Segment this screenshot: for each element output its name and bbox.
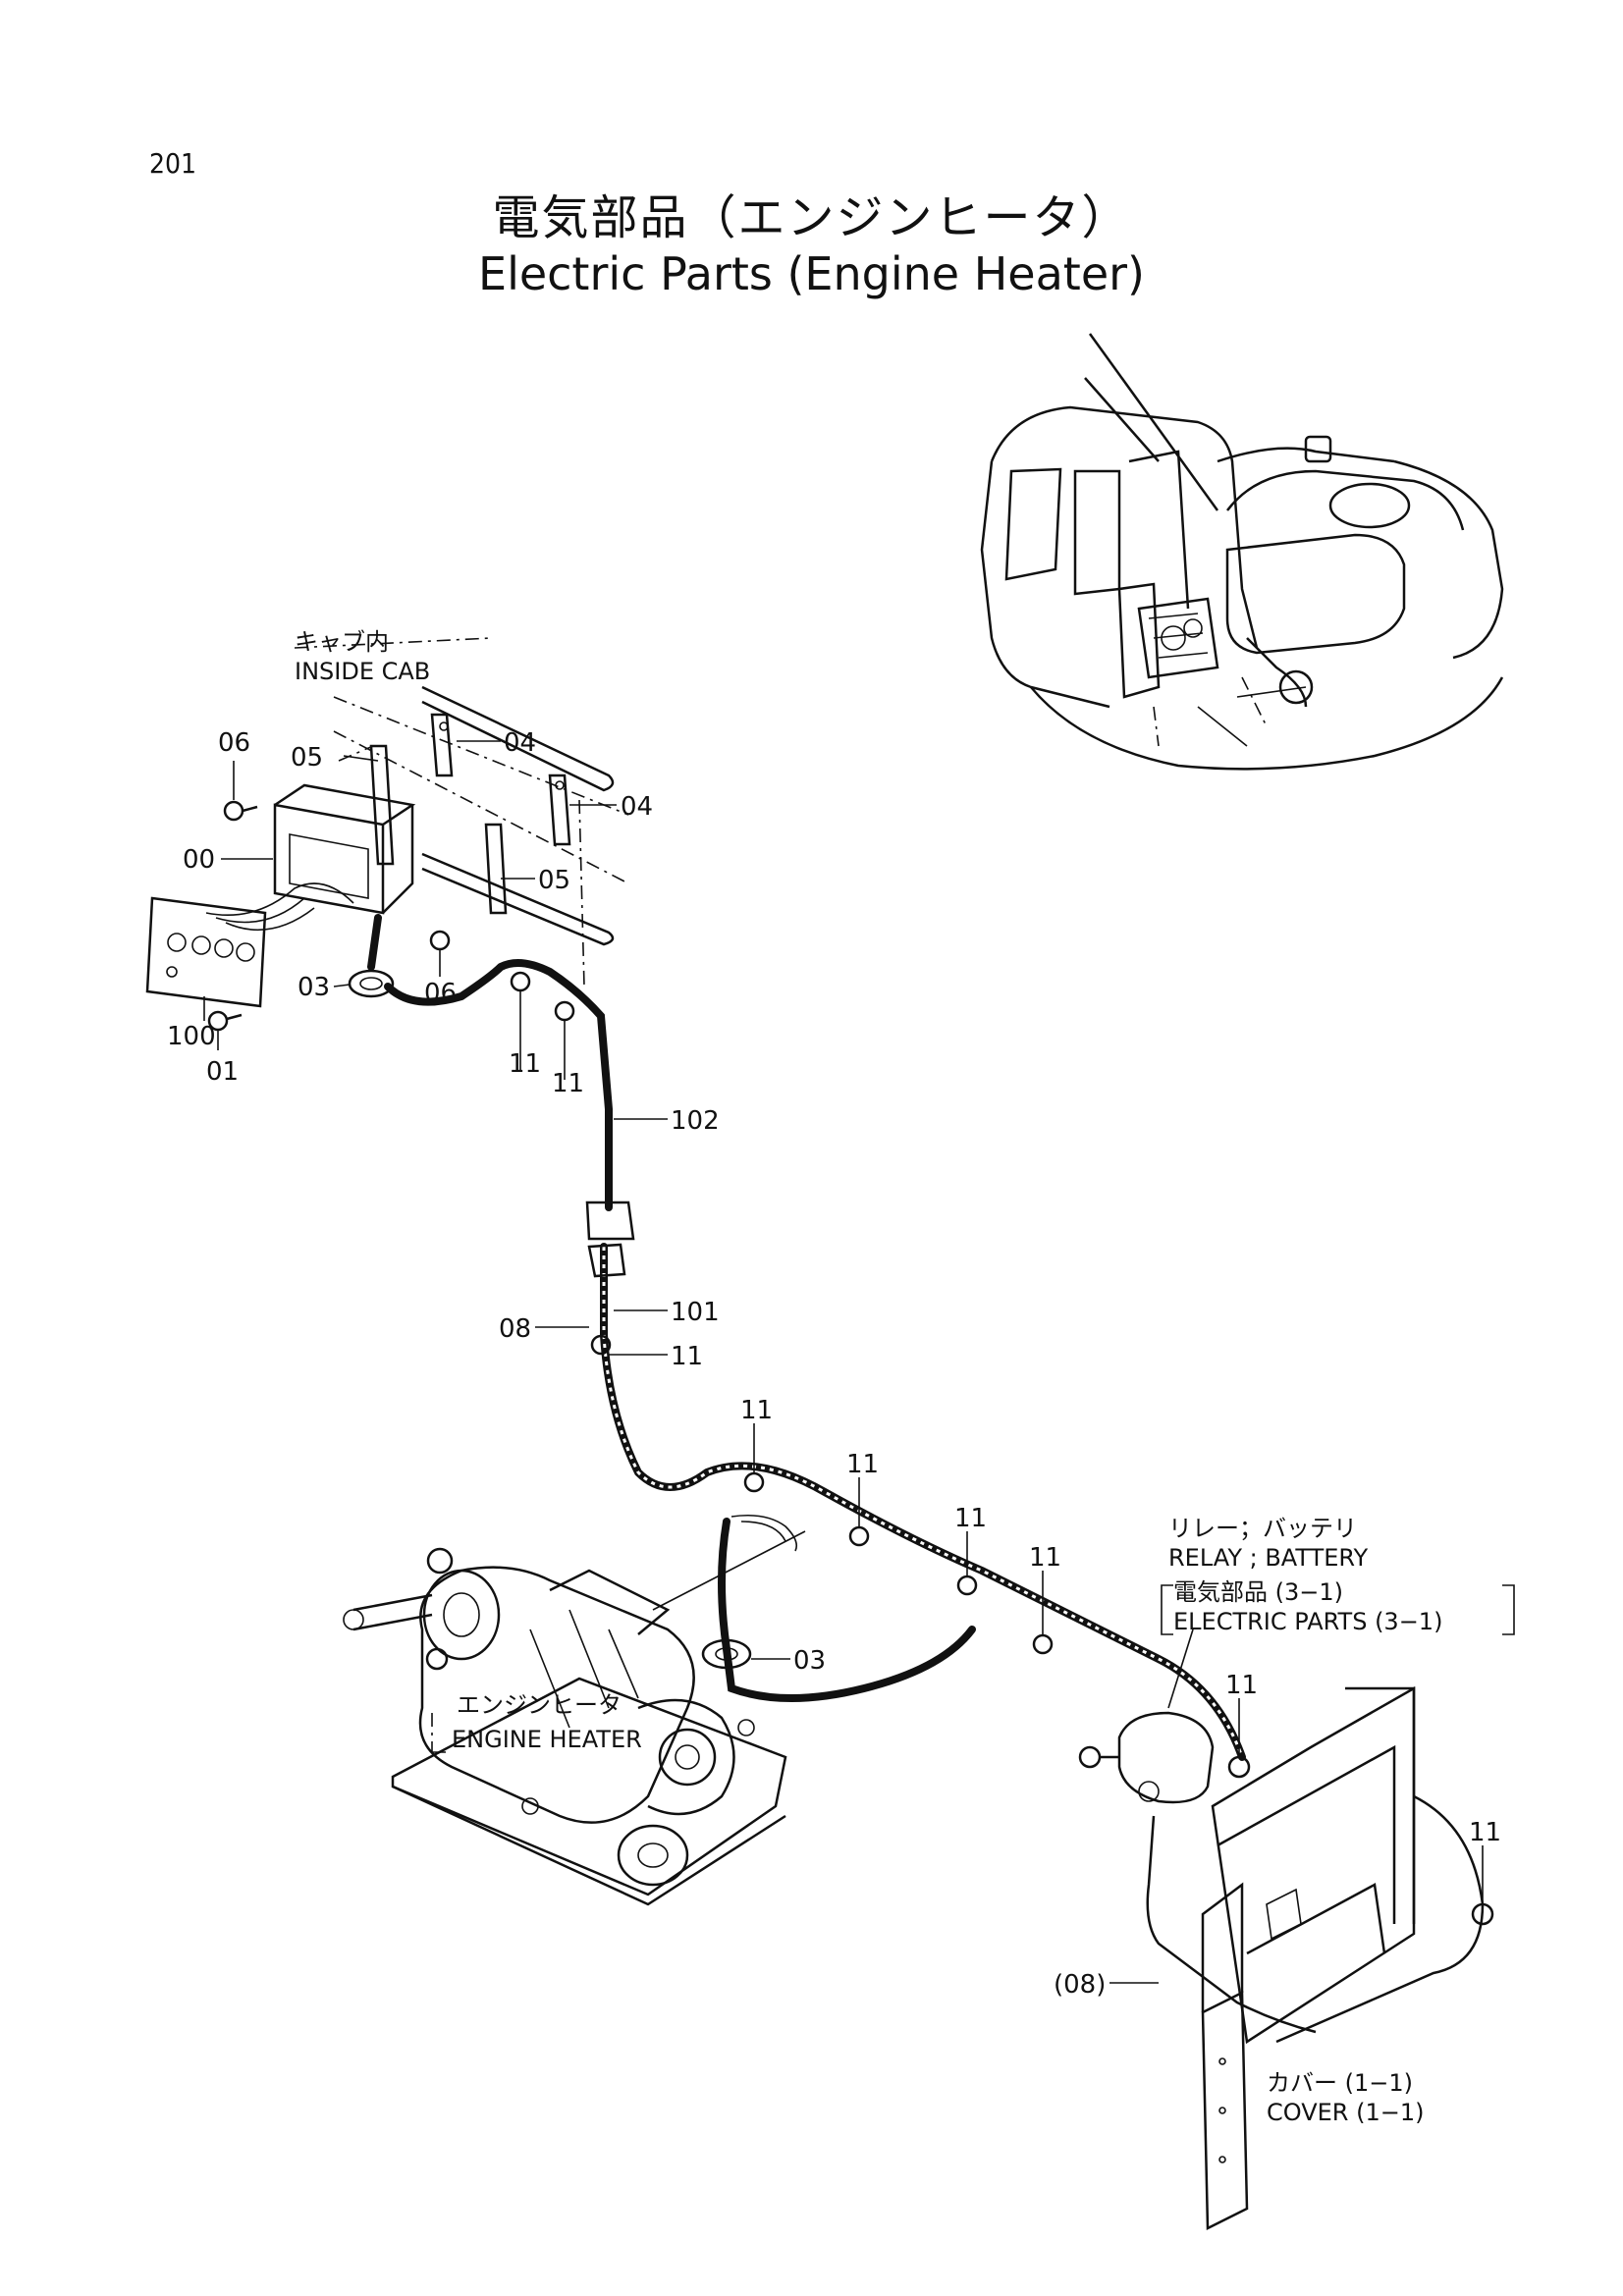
- callout-06-lower: 06: [424, 979, 457, 1008]
- callout-03-upper: 03: [298, 973, 330, 1002]
- callout-102: 102: [671, 1106, 720, 1136]
- callout-06-upper: 06: [218, 728, 250, 758]
- callout-101: 101: [671, 1298, 720, 1327]
- callout-01: 01: [206, 1057, 239, 1087]
- engine-heater-illustration: [343, 1530, 806, 1906]
- cover-label-jp: カバー (1−1): [1267, 2069, 1413, 2097]
- callout-08-ref: (08): [1054, 1970, 1106, 2000]
- callout-03-lower: 03: [793, 1646, 826, 1676]
- callout-100: 100: [167, 1022, 216, 1051]
- relay-battery-illustration: [1078, 1629, 1317, 2034]
- callout-11-a: 11: [509, 1049, 541, 1079]
- leader-lines: [203, 740, 1515, 1984]
- annotations: キャブ内 INSIDE CAB リレー；バッテリ RELAY ; BATTERY…: [295, 628, 1442, 2126]
- reference-label-en: ELECTRIC PARTS (3−1): [1173, 1608, 1442, 1635]
- callout-11-f: 11: [954, 1504, 987, 1533]
- callout-11-g: 11: [1029, 1543, 1061, 1573]
- callout-11-b: 11: [552, 1069, 584, 1098]
- callout-11-e: 11: [846, 1450, 879, 1479]
- callout-04-upper: 04: [504, 728, 536, 758]
- callout-11-i: 11: [1469, 1818, 1501, 1847]
- callout-11-h: 11: [1225, 1671, 1258, 1700]
- excavator-overview-illustration: [980, 333, 1504, 771]
- callout-00: 00: [183, 845, 215, 875]
- page-number: 201: [149, 147, 197, 180]
- inside-cab-label-en: INSIDE CAB: [295, 658, 430, 685]
- inside-cab-label-jp: キャブ内: [295, 628, 389, 656]
- cover-illustration: [1201, 1685, 1485, 2230]
- callout-05-lower: 05: [538, 866, 570, 895]
- engine-heater-label-en: ENGINE HEATER: [452, 1726, 642, 1753]
- title-japanese: 電気部品（エンジンヒータ）: [492, 190, 1131, 245]
- part-callouts: 06 05 04 04 00 05 03 06 100 01 11 11 102…: [167, 728, 1501, 2000]
- title-english: Electric Parts (Engine Heater): [478, 247, 1145, 300]
- callout-04-lower: 04: [621, 792, 653, 822]
- relay-label-jp: リレー；バッテリ: [1168, 1515, 1357, 1542]
- inside-cab-assembly: [145, 637, 629, 1032]
- reference-label-jp: 電気部品 (3−1): [1173, 1578, 1343, 1606]
- callout-11-c: 11: [671, 1342, 703, 1371]
- cover-label-en: COVER (1−1): [1267, 2099, 1425, 2126]
- callout-05-upper: 05: [291, 743, 323, 773]
- relay-label-en: RELAY ; BATTERY: [1168, 1544, 1369, 1572]
- callout-08: 08: [499, 1314, 531, 1344]
- engine-heater-label-jp: エンジンヒータ: [457, 1691, 622, 1719]
- callout-11-d: 11: [740, 1396, 773, 1425]
